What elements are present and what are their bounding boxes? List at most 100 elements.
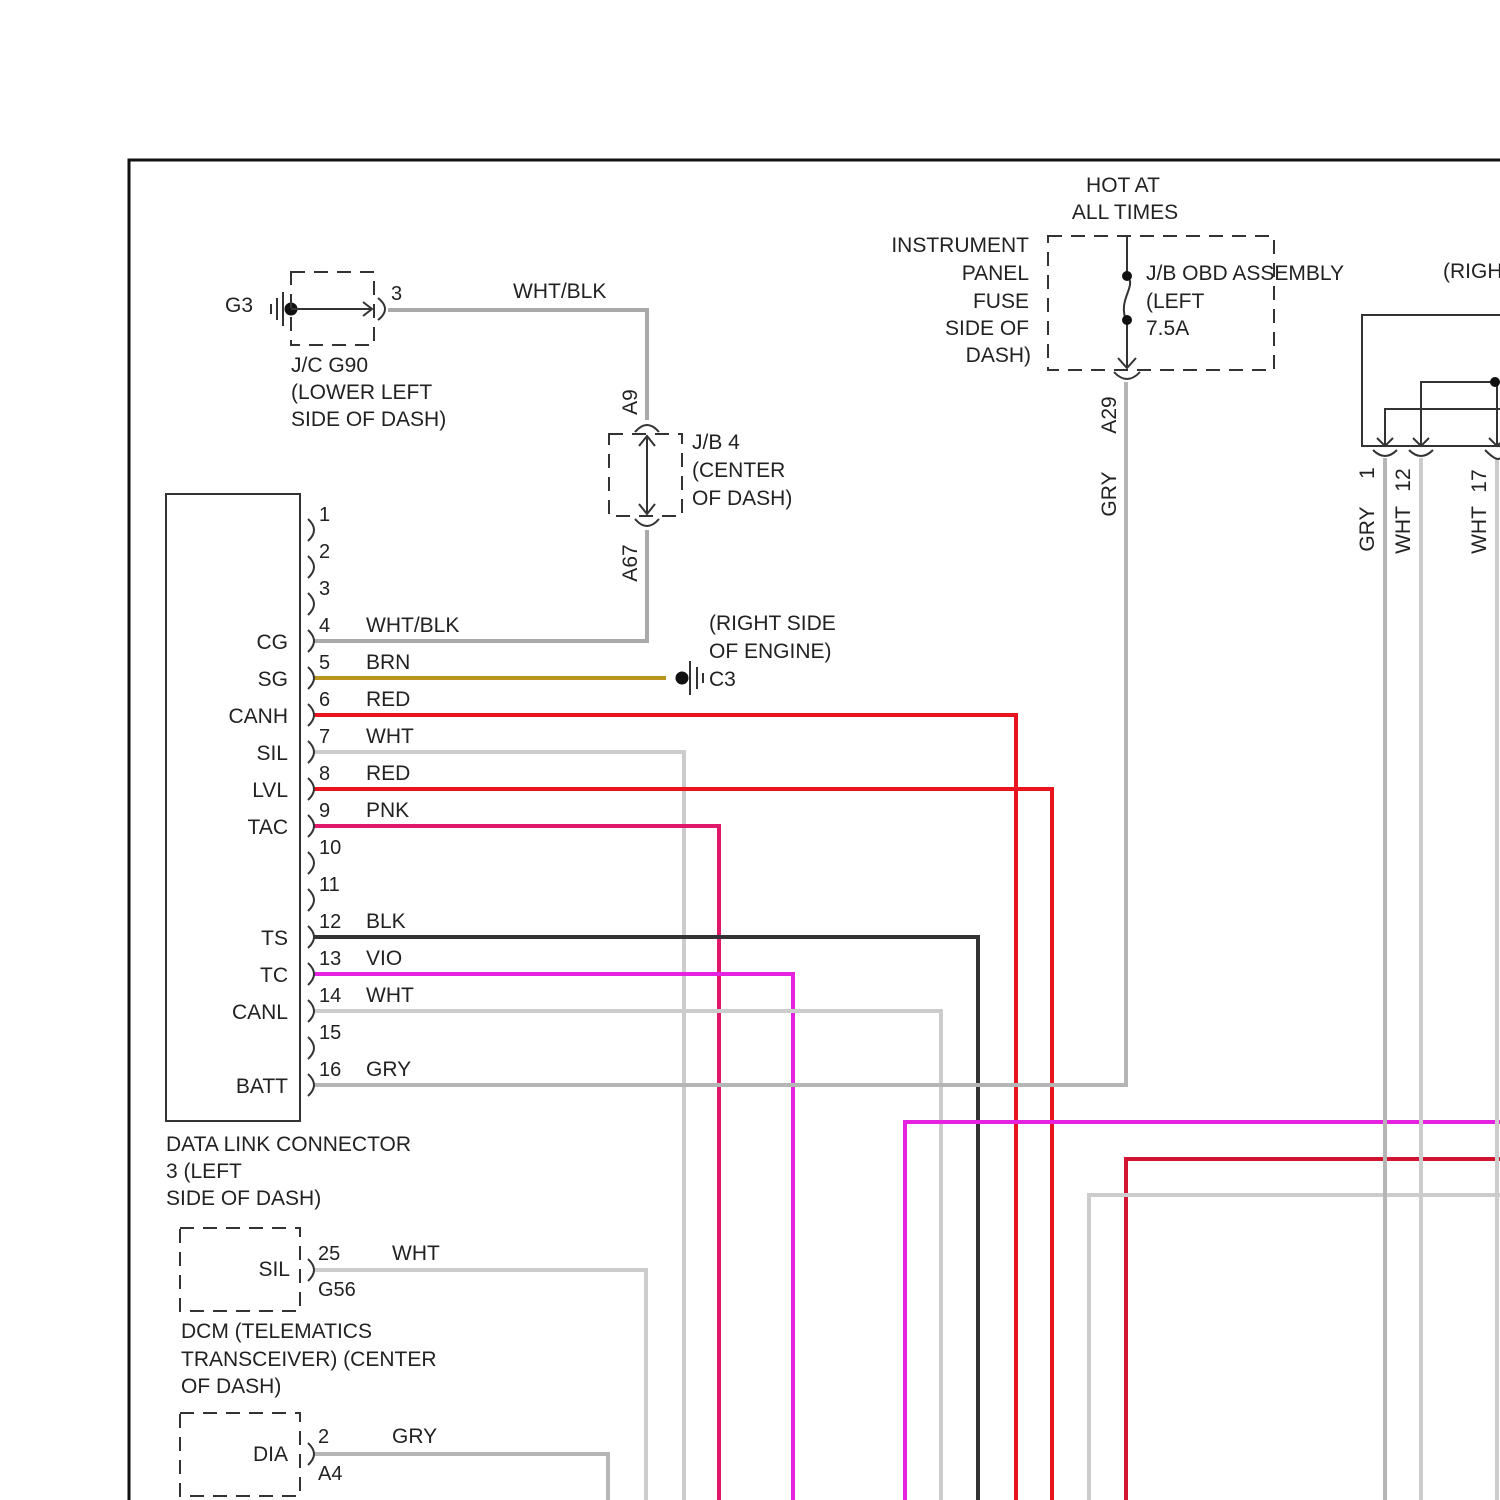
right-pin1-wire: GRY bbox=[1356, 506, 1379, 551]
dlc-pin-number: 4 bbox=[319, 615, 330, 637]
dlc-caption-line1: DATA LINK CONNECTOR bbox=[166, 1133, 411, 1156]
dlc-pin-number: 3 bbox=[319, 578, 330, 600]
dlc-pin-wire-color: WHT bbox=[366, 725, 414, 748]
dia-signal: DIA bbox=[253, 1443, 288, 1466]
right-component-box bbox=[1362, 315, 1500, 446]
jb4-line3: OF DASH) bbox=[692, 487, 792, 510]
dlc-pin-signal: BATT bbox=[236, 1075, 288, 1098]
jc-g90-line1: J/C G90 bbox=[291, 354, 368, 377]
dlc-pin-signal: CANL bbox=[232, 1001, 288, 1024]
c3-line2: OF ENGINE) bbox=[709, 640, 832, 663]
ground-g3-icon bbox=[271, 292, 283, 326]
a67-connector-icon bbox=[635, 519, 659, 526]
dlc-pin-wire-color: RED bbox=[366, 762, 410, 785]
dia-connector-id: A4 bbox=[318, 1463, 342, 1485]
dlc-pin-connector-icon bbox=[308, 556, 314, 578]
hot-line2: ALL TIMES bbox=[1072, 201, 1178, 224]
dcm-signal: SIL bbox=[258, 1258, 290, 1281]
c3-node bbox=[676, 672, 689, 685]
dia-wire-label: GRY bbox=[392, 1425, 437, 1448]
a29-connector-icon bbox=[1114, 372, 1140, 379]
dlc-pin-signal: CG bbox=[257, 631, 289, 654]
obd-jb-line1: J/B OBD ASSEMBLY bbox=[1146, 262, 1344, 285]
dlc-pin-connector-icon bbox=[308, 704, 314, 726]
fuse-link bbox=[1118, 236, 1136, 368]
dcm-caption-line1: DCM (TELEMATICS bbox=[181, 1320, 372, 1343]
dlc-box bbox=[166, 494, 300, 1121]
wire-dcm-sil-wht bbox=[314, 1270, 646, 1500]
dia-pin-num: 2 bbox=[318, 1426, 329, 1448]
dlc-pin-wire-color: WHT/BLK bbox=[366, 614, 459, 637]
dia-connector-icon bbox=[308, 1443, 314, 1465]
instrument-fuse-line5: DASH) bbox=[966, 344, 1031, 367]
hot-line1: HOT AT bbox=[1086, 174, 1160, 197]
dlc-pin-number: 14 bbox=[319, 985, 341, 1007]
jb4-link bbox=[639, 436, 655, 514]
c3-line1: (RIGHT SIDE bbox=[709, 612, 836, 635]
dlc-pin-connector-icon bbox=[308, 519, 314, 541]
dlc-pin-number: 11 bbox=[319, 874, 340, 896]
dlc-pin-wire-color: WHT bbox=[366, 984, 414, 1007]
dlc-pin-wire-color: BLK bbox=[366, 910, 406, 933]
obd-jb-line2: (LEFT bbox=[1146, 290, 1205, 313]
right-junction-node bbox=[1490, 377, 1500, 387]
dlc-pin-connector-icon bbox=[308, 778, 314, 800]
dlc-caption-line3: SIDE OF DASH) bbox=[166, 1187, 321, 1210]
dlc-pin-signal: TC bbox=[260, 964, 288, 987]
dlc-pin-wire-color: BRN bbox=[366, 651, 410, 674]
dlc-pin-signal: SG bbox=[258, 668, 288, 691]
c3-label: C3 bbox=[709, 668, 736, 691]
dlc-pin-connector-icon bbox=[308, 815, 314, 837]
jb4-pin-a9: A9 bbox=[619, 389, 642, 415]
dlc-pin-signal: LVL bbox=[252, 779, 288, 802]
jb4-line1: J/B 4 bbox=[692, 431, 740, 454]
dcm-connector-icon bbox=[308, 1259, 314, 1281]
dlc-pin-number: 7 bbox=[319, 726, 330, 748]
dcm-connector-id: G56 bbox=[318, 1279, 356, 1301]
dlc-pin-number: 1 bbox=[319, 504, 330, 526]
right-pin-arrows bbox=[1377, 438, 1500, 446]
dlc-pin-connector-icon bbox=[308, 852, 314, 874]
instrument-fuse-line2: PANEL bbox=[962, 262, 1029, 285]
dlc-pin-signal: TS bbox=[261, 927, 288, 950]
dlc-pin-signal: SIL bbox=[256, 742, 288, 765]
right-component-label: (RIGH bbox=[1443, 260, 1500, 283]
dlc-pin-signal: CANH bbox=[228, 705, 288, 728]
dlc-pin-connector-icon bbox=[308, 630, 314, 652]
wire-red-right bbox=[1126, 1159, 1500, 1500]
instrument-fuse-line4: SIDE OF bbox=[945, 317, 1029, 340]
wire-canh-red bbox=[314, 715, 1016, 1500]
right-pin1-num: 1 bbox=[1356, 467, 1379, 479]
right-pin17-num: 17 bbox=[1468, 469, 1491, 492]
ground-c3-icon bbox=[690, 661, 703, 695]
dcm-pin-num: 25 bbox=[318, 1243, 340, 1265]
dlc-pin-wire-color: VIO bbox=[366, 947, 402, 970]
right-pin12-num: 12 bbox=[1392, 468, 1415, 491]
right-pin17-wire: WHT bbox=[1468, 506, 1491, 554]
dlc-pin-wire-color: GRY bbox=[366, 1058, 411, 1081]
right-component-internal bbox=[1385, 382, 1500, 446]
dlc-pin-wire-color: PNK bbox=[366, 799, 409, 822]
right-pin12-wire: WHT bbox=[1392, 506, 1415, 554]
dlc-pin-number: 15 bbox=[319, 1022, 341, 1044]
dlc-pin-connector-icon bbox=[308, 963, 314, 985]
dlc-pin-number: 2 bbox=[319, 541, 330, 563]
dlc-pin-number: 12 bbox=[319, 911, 341, 933]
instrument-fuse-line1: INSTRUMENT bbox=[891, 234, 1029, 257]
dlc-pin-connector-icon bbox=[308, 741, 314, 763]
dlc-pin-number: 16 bbox=[319, 1059, 341, 1081]
wire-dia-gry bbox=[314, 1454, 608, 1500]
dlc-pin-connector-icon bbox=[308, 1074, 314, 1096]
jc-g90-link bbox=[291, 302, 372, 316]
dlc-pin-number: 6 bbox=[319, 689, 330, 711]
fuse-node-top bbox=[1122, 271, 1132, 281]
dlc-pin-connector-icon bbox=[308, 889, 314, 911]
g3-wire-label: WHT/BLK bbox=[513, 280, 606, 303]
dlc-pin-connector-icon bbox=[308, 667, 314, 689]
dlc-pin-number: 9 bbox=[319, 800, 330, 822]
a29-wire-label: GRY bbox=[1098, 471, 1121, 516]
dlc-pin-connector-icon bbox=[308, 593, 314, 615]
wires bbox=[314, 310, 1500, 1500]
instrument-fuse-line3: FUSE bbox=[973, 290, 1029, 313]
